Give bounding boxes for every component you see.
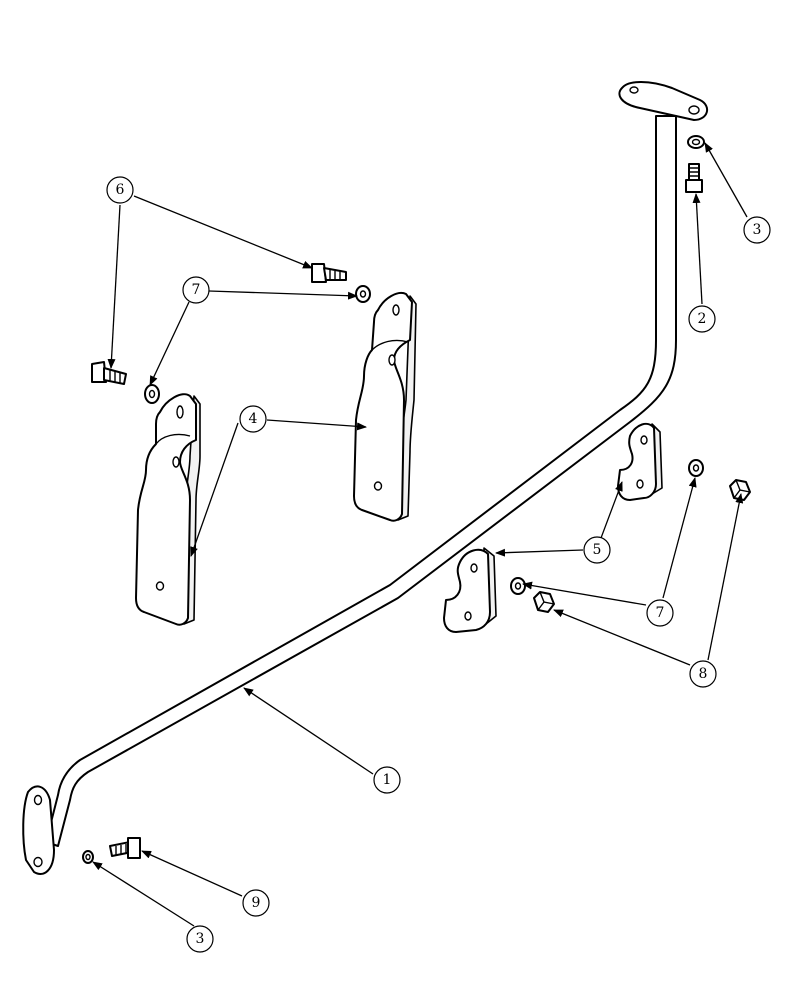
callout-8: 8 [689, 660, 717, 688]
washer-upper-part [355, 285, 371, 303]
callout-7-left: 7 [182, 276, 210, 304]
callout-7-right: 7 [646, 599, 674, 627]
callout-3-bottom-label: 3 [196, 931, 205, 947]
callout-9-label: 9 [252, 895, 261, 911]
callout-8-label: 8 [699, 666, 708, 682]
callout-7-right-label: 7 [656, 605, 665, 621]
bracket-left-part [135, 393, 201, 626]
callout-3-bottom: 3 [186, 925, 214, 953]
bolt-left-part [91, 361, 127, 385]
callout-1: 1 [373, 766, 401, 794]
callout-4-label: 4 [249, 411, 258, 427]
callout-5-label: 5 [593, 542, 602, 558]
washer-lower-part [510, 577, 526, 595]
bracket-right-part [353, 292, 417, 522]
callout-4: 4 [239, 405, 267, 433]
washer-right-part [688, 459, 704, 477]
bolt-vertical-part [685, 163, 703, 193]
nut-right-part [729, 479, 751, 501]
bolt-upper-part [311, 263, 347, 283]
callout-7-left-label: 7 [192, 282, 201, 298]
leader-lines [92, 142, 748, 927]
callout-9: 9 [242, 889, 270, 917]
nut-lower-part [533, 591, 555, 613]
callout-5: 5 [583, 536, 611, 564]
callout-2-label: 2 [698, 311, 707, 327]
callout-6: 6 [106, 176, 134, 204]
washer-left-part [144, 384, 160, 404]
callout-3-top: 3 [743, 216, 771, 244]
callout-1-label: 1 [383, 772, 392, 788]
callout-3-top-label: 3 [753, 222, 762, 238]
lock-washer-bottom-part [82, 850, 94, 864]
support-bar-part [22, 81, 709, 875]
clamp-upper-part [617, 422, 663, 501]
callout-2: 2 [688, 305, 716, 333]
clamp-lower-part [443, 547, 497, 633]
callout-6-label: 6 [116, 182, 125, 198]
lock-washer-top-part [687, 135, 705, 149]
bolt-bottom-part [109, 837, 141, 859]
